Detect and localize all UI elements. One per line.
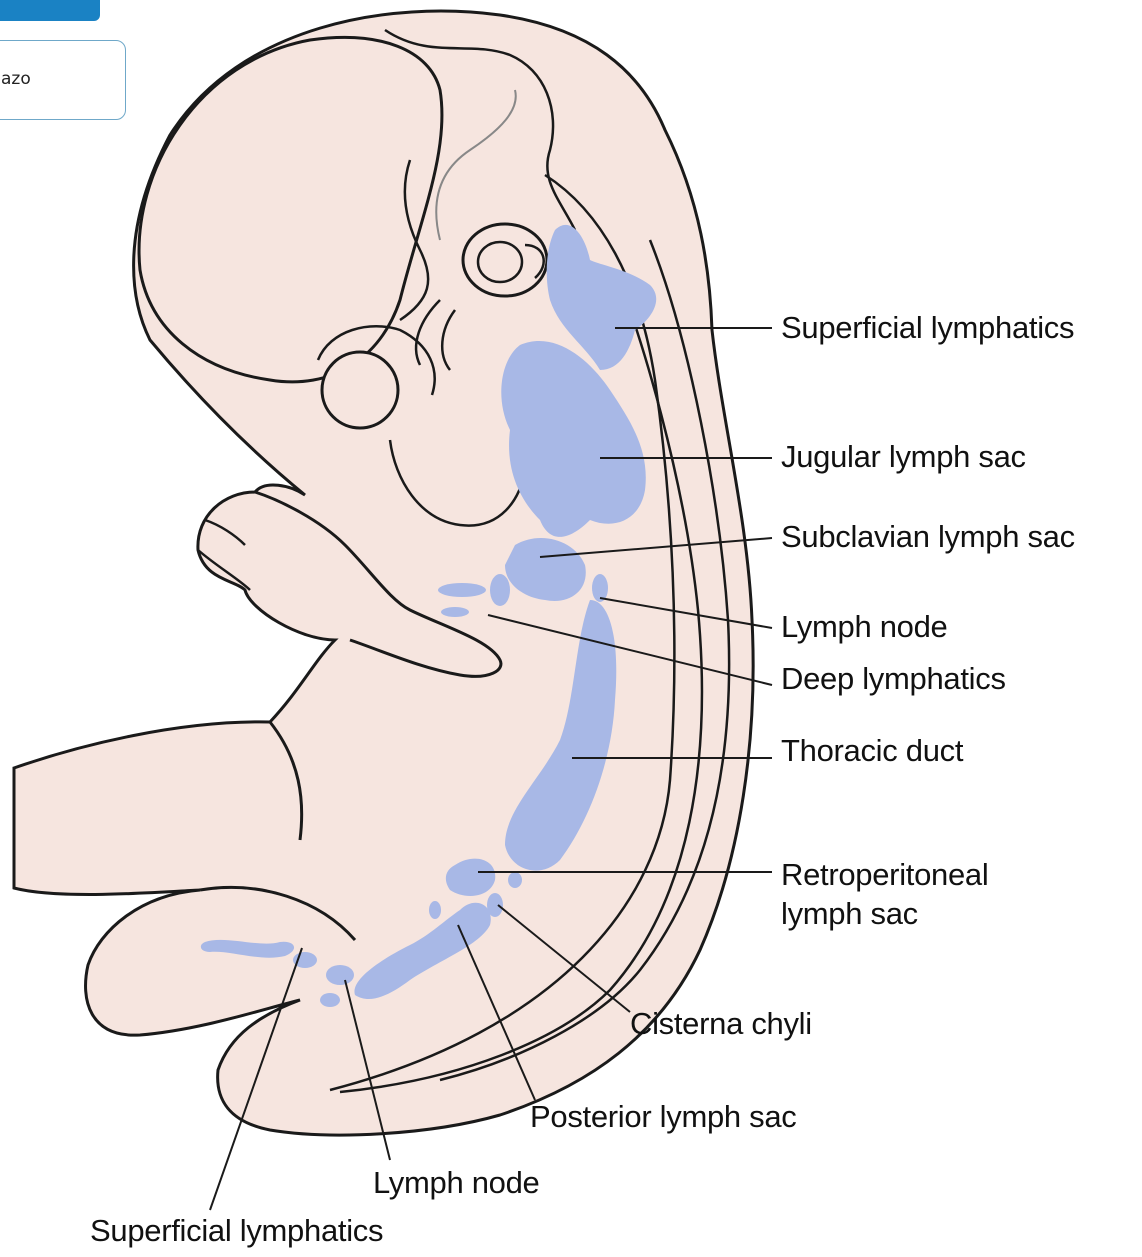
search-input-value: azo <box>1 69 31 89</box>
lymph-node-upper-blob <box>592 574 608 602</box>
deep-lymphatics-blob-1 <box>438 583 486 597</box>
label-superficial-lymphatics-bottom: Superficial lymphatics <box>90 1214 383 1249</box>
label-thoracic-duct: Thoracic duct <box>781 734 963 769</box>
label-posterior-lymph-sac: Posterior lymph sac <box>530 1100 797 1135</box>
eye <box>322 352 398 428</box>
label-lymph-node-upper: Lymph node <box>781 610 947 645</box>
app-top-bar <box>0 0 100 21</box>
label-cisterna-chyli: Cisterna chyli <box>630 1007 812 1042</box>
label-superficial-lymphatics-top: Superficial lymphatics <box>781 311 1074 346</box>
lymph-node-lower-blob-1 <box>326 965 354 985</box>
lymph-node-lower-blob-3 <box>320 993 340 1007</box>
deep-lymphatics-blob-2 <box>441 607 469 617</box>
label-deep-lymphatics: Deep lymphatics <box>781 662 1006 697</box>
cisterna-chyli-blob <box>487 893 503 917</box>
search-input[interactable]: azo <box>0 40 126 120</box>
label-lymph-node-lower: Lymph node <box>373 1166 539 1201</box>
label-subclavian-lymph-sac: Subclavian lymph sac <box>781 520 1075 555</box>
deep-lymphatics-blob-3 <box>490 574 510 606</box>
label-retroperitoneal-line1: Retroperitoneal <box>781 858 988 893</box>
label-retroperitoneal-line2: lymph sac <box>781 897 918 932</box>
ear-outer <box>463 224 547 296</box>
lymph-sac-small-2 <box>508 872 522 888</box>
label-jugular-lymph-sac: Jugular lymph sac <box>781 440 1026 475</box>
lymph-sac-small-1 <box>429 901 441 919</box>
